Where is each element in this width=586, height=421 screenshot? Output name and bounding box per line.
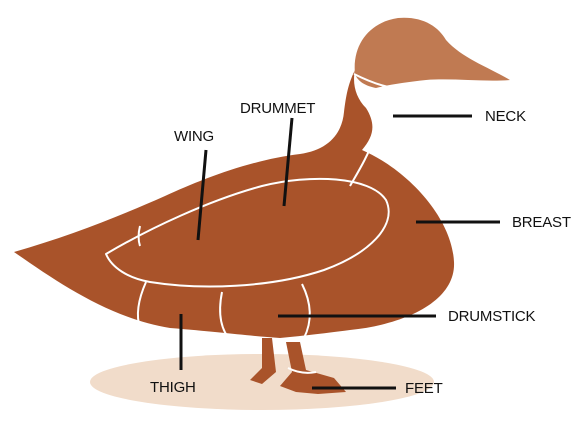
label-drumstick: DRUMSTICK xyxy=(448,308,536,325)
label-wing: WING xyxy=(174,128,214,145)
label-breast: BREAST xyxy=(512,214,571,231)
label-drummet: DRUMMET xyxy=(240,100,315,117)
label-neck: NECK xyxy=(485,108,526,125)
duck-head xyxy=(355,18,510,88)
label-thigh: THIGH xyxy=(150,379,196,396)
label-feet: FEET xyxy=(405,380,443,397)
